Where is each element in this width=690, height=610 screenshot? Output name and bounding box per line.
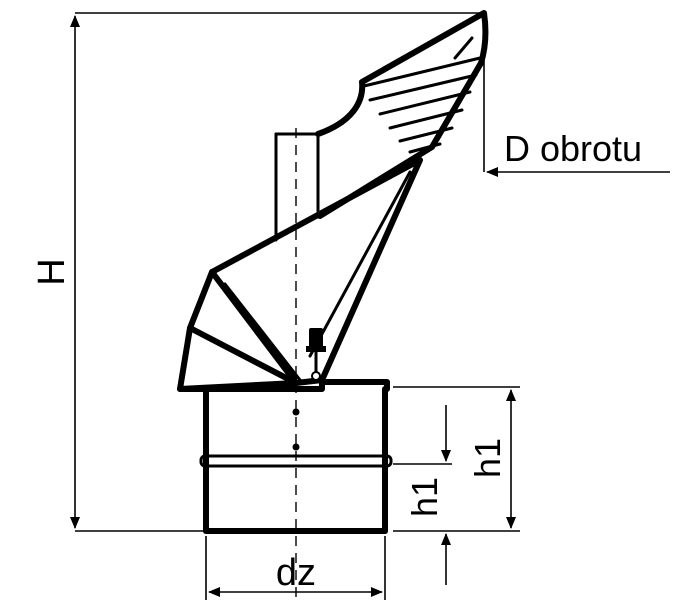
middle-flap-inner bbox=[194, 330, 292, 382]
rotation-diameter-label: D obrotu bbox=[504, 128, 642, 169]
sleeve-bead-ring bbox=[199, 454, 393, 468]
wing-feather bbox=[453, 36, 474, 60]
dz-label: dz bbox=[276, 552, 316, 594]
hood-fold-line bbox=[223, 282, 302, 382]
rotation-diameter-dimension: D obrotu bbox=[483, 16, 670, 177]
cowl-flaps bbox=[177, 269, 299, 392]
bearing-washer bbox=[306, 346, 326, 352]
rivet bbox=[292, 408, 300, 416]
wing-outline bbox=[315, 10, 489, 219]
pivot-point bbox=[311, 371, 321, 381]
vane-post bbox=[274, 132, 320, 242]
wing-feather bbox=[378, 90, 472, 116]
hood-inner-edge bbox=[308, 170, 412, 358]
rivet bbox=[292, 443, 300, 451]
wing-feather bbox=[362, 56, 482, 88]
h1-large-label: h1 bbox=[467, 438, 508, 478]
hood-fold-line bbox=[216, 276, 298, 380]
height-label: H bbox=[31, 258, 73, 285]
connection-diameter-dimension: dz bbox=[205, 536, 386, 600]
wing-feather bbox=[388, 108, 464, 130]
inner-height-large-dimension: h1 bbox=[393, 386, 520, 532]
wind-vane-wing bbox=[315, 10, 489, 219]
connection-sleeve bbox=[199, 386, 393, 534]
inner-height-small-dimension: h1 bbox=[393, 405, 452, 585]
wing-feather bbox=[408, 142, 442, 154]
wing-feather bbox=[368, 73, 478, 102]
height-dimension: H bbox=[31, 12, 484, 532]
pivot-bearing bbox=[306, 328, 326, 381]
h1-small-label: h1 bbox=[404, 477, 445, 517]
base-top-plate bbox=[177, 379, 390, 392]
wing-feather bbox=[398, 126, 454, 143]
